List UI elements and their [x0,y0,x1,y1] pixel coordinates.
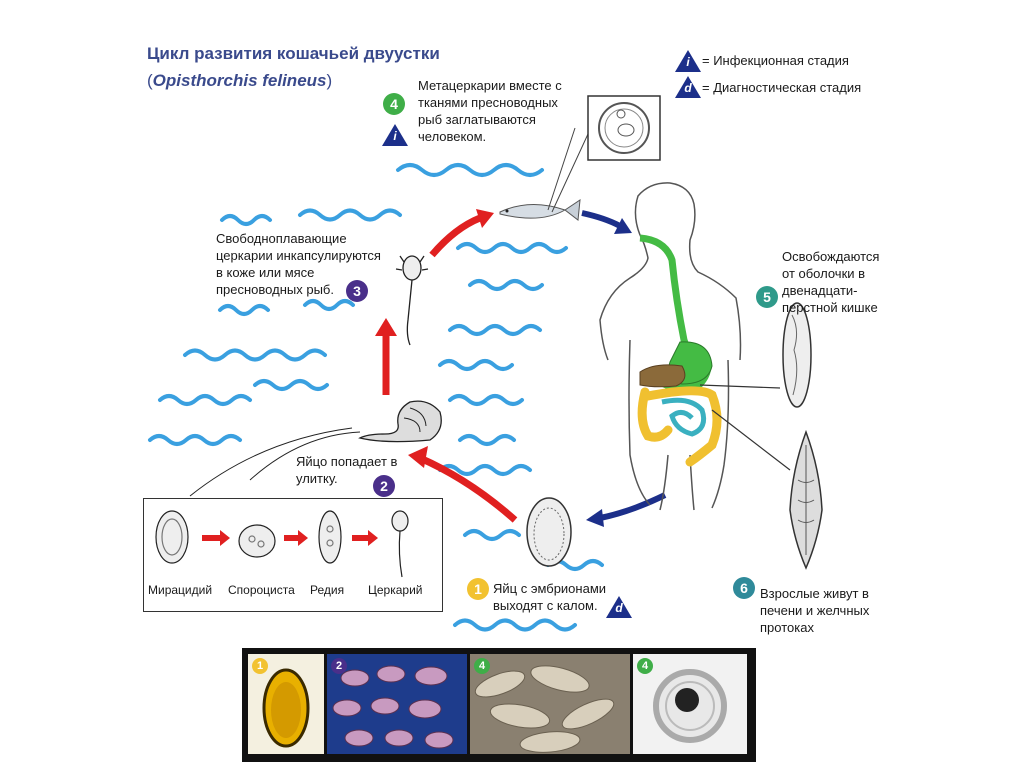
step-6-line-1: Взрослые живут в [760,586,869,601]
step-4-badge-letter: i [393,129,397,143]
step-3-line-2: церкарии инкапсулируются [216,248,381,263]
step-5-line-1: Освобождаются [782,249,880,264]
snail-illustration [189,400,442,497]
photo-egg: 1 [248,654,324,754]
water-waves [148,163,604,632]
step-2-line-2: улитку. [296,471,338,486]
step-4-line-3: рыб заглатываются [418,112,536,127]
step-3-line-4: пресноводных рыб. [216,282,334,297]
photo-fish-number: 4 [474,658,490,674]
step-4-line-4: человеком. [418,129,487,144]
blue-cycle-arrows [581,210,667,527]
step-4-infective-icon: i [381,123,409,147]
step-6-line-3: протоках [760,620,814,635]
step-2-number: 2 [373,475,395,497]
diagnostic-letter: d [684,81,692,95]
step-2-text: Яйцо попадает в улитку. [296,453,416,487]
step-5-line-3: двенадцати- [782,283,858,298]
step-5-text: Освобождаются от оболочки в двенадцати- … [782,248,902,316]
step-4-number: 4 [383,93,405,115]
larval-stages-illustration [155,510,409,578]
step-3-number: 3 [346,280,368,302]
sporocyst-shape [238,524,276,558]
step-1-text: Яйц с эмбрионами выходят с калом. [493,580,643,614]
cercaria-shape [391,510,409,532]
photo-snails-number: 2 [331,658,347,674]
step-4-text: Метацеркарии вместе с тканями пресноводн… [418,77,588,145]
digestive-tract-illustration [637,234,791,471]
legend-infective-label: = Инфекционная стадия [702,53,849,68]
stage-arrows [202,530,378,546]
photo-snails: 2 [327,654,467,754]
legend-diagnostic-label: = Диагностическая стадия [702,80,862,95]
photo-metacercaria: 4 [633,654,747,754]
step-3-line-1: Свободноплавающие [216,231,347,246]
redia-shape [318,510,342,564]
step-2-line-1: Яйцо попадает в [296,454,398,469]
diagram-subtitle: (Opisthorchis felineus) [147,71,332,91]
red-cycle-arrows [375,209,518,523]
step-1-line-2: выходят с калом. [493,598,598,613]
subtitle-close-paren: ) [326,71,333,90]
metacercaria-illustration [587,95,661,161]
step-5-line-4: перстной кишке [782,300,878,315]
step-4-line-1: Метацеркарии вместе с [418,78,562,93]
stage-label-sporocyst: Спороциста [228,583,295,597]
diagnostic-triangle-icon: d [674,75,702,99]
miracidium-shape [155,510,189,564]
diagram-title: Цикл развития кошачьей двуустки [147,44,440,63]
step-3-line-3: в коже или мясе [216,265,315,280]
subtitle-open-paren: ( [147,71,153,90]
step-6-line-2: печени и желчных [760,603,870,618]
photo-metacercaria-number: 4 [637,658,653,674]
stage-label-miracidium: Мирацидий [148,583,213,597]
step-1-number: 1 [467,578,489,600]
step-1-badge-letter: d [615,601,623,615]
stage-label-redia: Редия [310,583,345,597]
step-4-line-2: тканями пресноводных [418,95,558,110]
photo-strip: 1 2 4 4 [242,648,756,762]
infective-letter: i [686,55,690,69]
larval-stages-box: Мирацидий Спороциста Редия Церкарий [143,498,443,612]
human-body-illustration [599,182,742,511]
step-6-text: Взрослые живут в печени и желчных проток… [760,585,910,636]
step-5-number: 5 [756,286,778,308]
step-1-diagnostic-icon: d [605,595,633,619]
step-3-text: Свободноплавающие церкарии инкапсулируют… [216,230,406,298]
cercaria-illustration [395,255,429,346]
subtitle-latin-name: Opisthorchis felineus [152,71,327,90]
fluke-step5-illustration [782,302,812,408]
step-5-line-2: от оболочки в [782,266,866,281]
egg-illustration [526,497,572,567]
step-6-number: 6 [733,577,755,599]
infective-triangle-icon: i [674,49,702,73]
stage-label-cercaria: Церкарий [368,583,423,597]
fluke-step6-illustration [789,429,823,570]
fish-illustration [499,127,589,221]
photo-egg-number: 1 [252,658,268,674]
photo-fish: 4 [470,654,630,754]
step-1-line-1: Яйц с эмбрионами [493,581,607,596]
